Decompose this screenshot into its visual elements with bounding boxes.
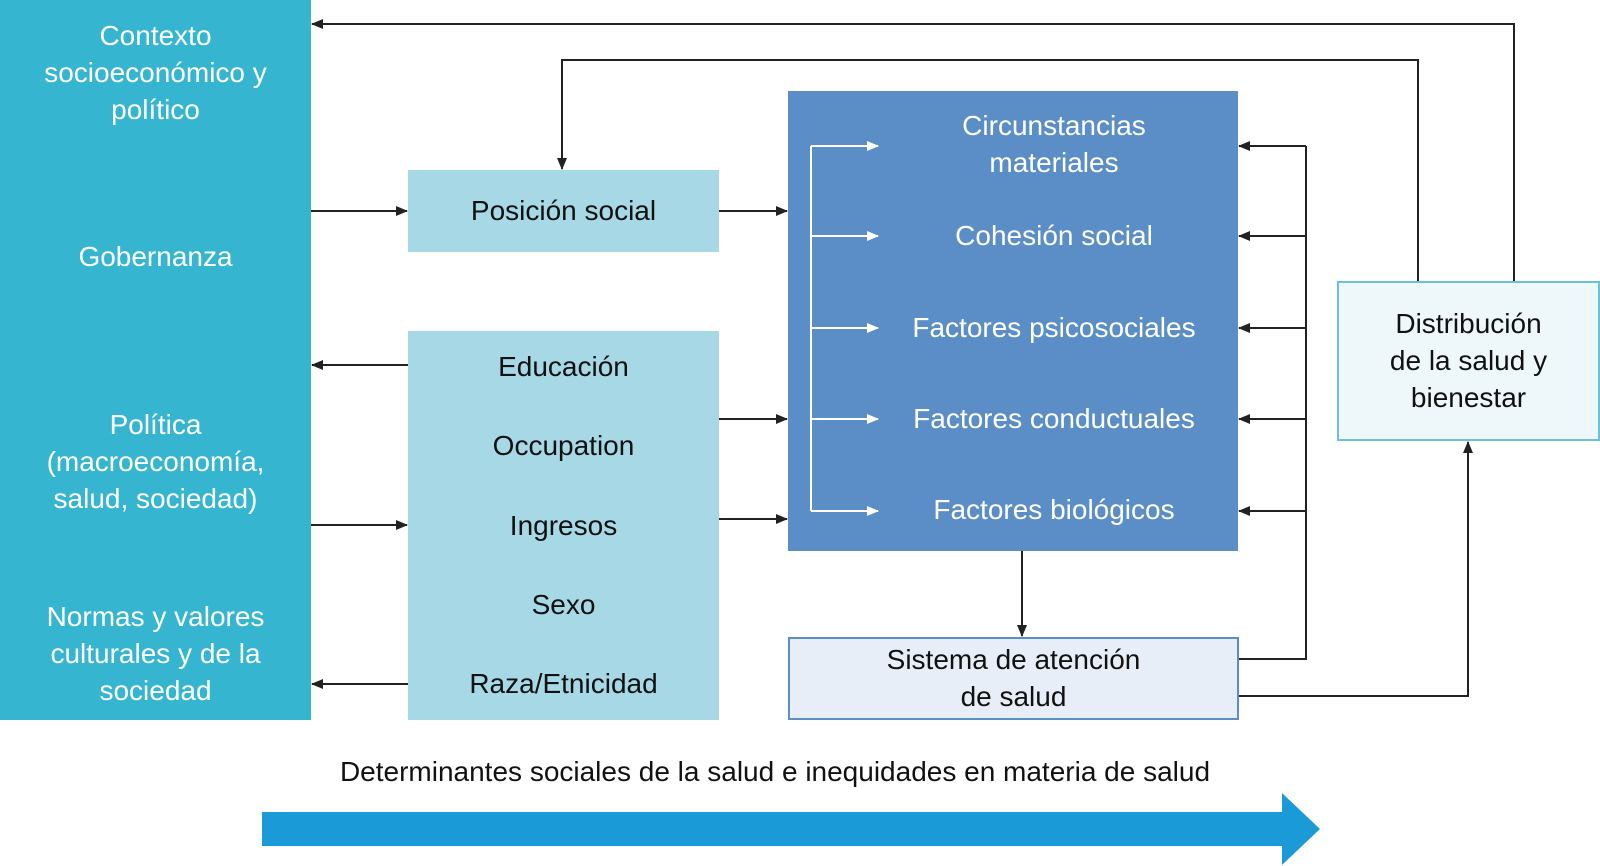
- big-right-arrow: [262, 793, 1320, 865]
- feedback-to-social-position-arrow: [557, 59, 1419, 281]
- social-position-label: Posición social: [470, 195, 657, 226]
- behavioral-factors-label: Factores conductuales: [913, 403, 1195, 434]
- stratifiers-box: Educación Occupation Ingresos Sexo Raza/…: [408, 331, 719, 720]
- intermediary-bracket: [810, 141, 879, 516]
- stratifier-ethnicity: Raza/Etnicidad: [469, 668, 658, 699]
- health-distribution-box: Distribución de la salud y bienestar: [1337, 281, 1600, 441]
- governance-label: Gobernanza: [78, 241, 233, 272]
- footer-caption: Determinantes sociales de la salud e ine…: [339, 756, 1211, 787]
- psychosocial-factors-label: Factores psicosociales: [912, 312, 1196, 343]
- stratifier-income: Ingresos: [509, 510, 618, 541]
- cultural-norms-label: Normas y valores culturales y de la soci…: [46, 601, 265, 706]
- health-system-to-distribution-arrow: [1239, 441, 1473, 697]
- socioeconomic-context-label: Contexto socioeconómico y político: [44, 20, 267, 125]
- social-position-box: Posición social: [408, 170, 719, 252]
- stratifier-education: Educación: [498, 351, 629, 382]
- health-distribution-label: Distribución de la salud y bienestar: [1389, 308, 1548, 413]
- policy-label: Política (macroeconomía, salud, sociedad…: [46, 409, 265, 514]
- biological-factors-label: Factores biológicos: [933, 494, 1175, 525]
- health-system-label: Sistema de atención de salud: [886, 644, 1141, 712]
- health-system-feedback-bus: [1239, 146, 1307, 660]
- health-system-box: Sistema de atención de salud: [788, 637, 1239, 720]
- intermediary-determinants-box: Circunstancias materiales Cohesión socia…: [788, 91, 1238, 551]
- stratifier-occupation: Occupation: [492, 430, 635, 461]
- stratifier-sex: Sexo: [531, 589, 596, 620]
- material-circumstances-label: Circunstancias materiales: [962, 110, 1146, 178]
- feedback-to-context-arrow: [311, 19, 1515, 281]
- social-cohesion-label: Cohesión social: [955, 220, 1153, 251]
- context-panel: Contexto socioeconómico y político Gober…: [0, 0, 311, 720]
